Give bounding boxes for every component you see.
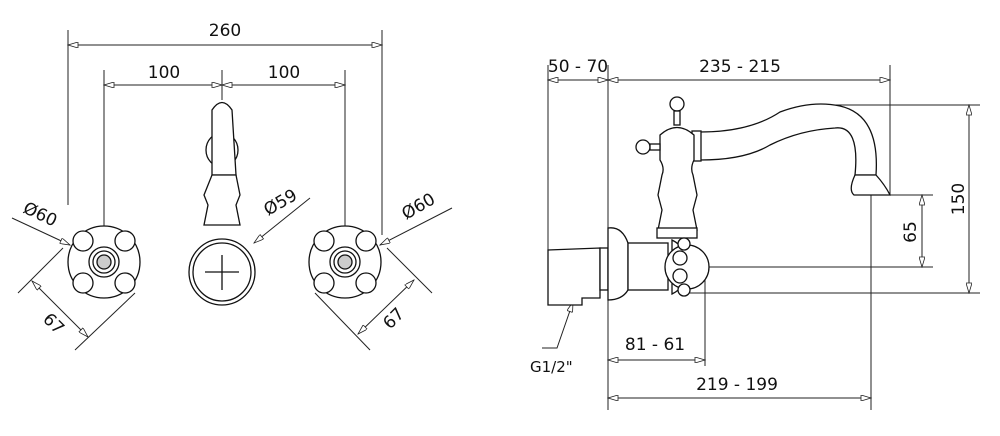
dim-overall-width: 260 [209, 21, 241, 41]
front-view: 260 100 100 Ø60 Ø59 Ø60 67 67 [11, 21, 453, 351]
dim-right-handle-diameter: Ø60 [399, 190, 439, 225]
dim-right-spacing: 100 [268, 63, 300, 83]
dim-outlet-distance: 219 - 199 [696, 375, 778, 395]
dim-wall-depth: 50 - 70 [548, 57, 608, 77]
dim-left-handle-diameter: Ø60 [20, 198, 60, 231]
dim-left-handle-span: 67 [38, 309, 67, 338]
dim-handle-projection: 81 - 61 [625, 335, 685, 355]
side-view: 50 - 70 235 - 215 150 65 81 - 61 219 - 1… [530, 57, 980, 410]
faucet-side [547, 96, 892, 306]
spout-front [188, 101, 256, 306]
dim-spout-reach: 235 - 215 [699, 57, 781, 77]
left-handle [67, 225, 141, 299]
dim-total-height: 150 [949, 183, 969, 215]
right-handle [308, 225, 382, 299]
dimension-lines [11, 30, 453, 351]
dim-left-spacing: 100 [148, 63, 180, 83]
connection-label: G1/2" [530, 358, 573, 376]
dim-spout-diameter: Ø59 [261, 186, 301, 221]
dim-spout-height: 65 [901, 221, 921, 243]
